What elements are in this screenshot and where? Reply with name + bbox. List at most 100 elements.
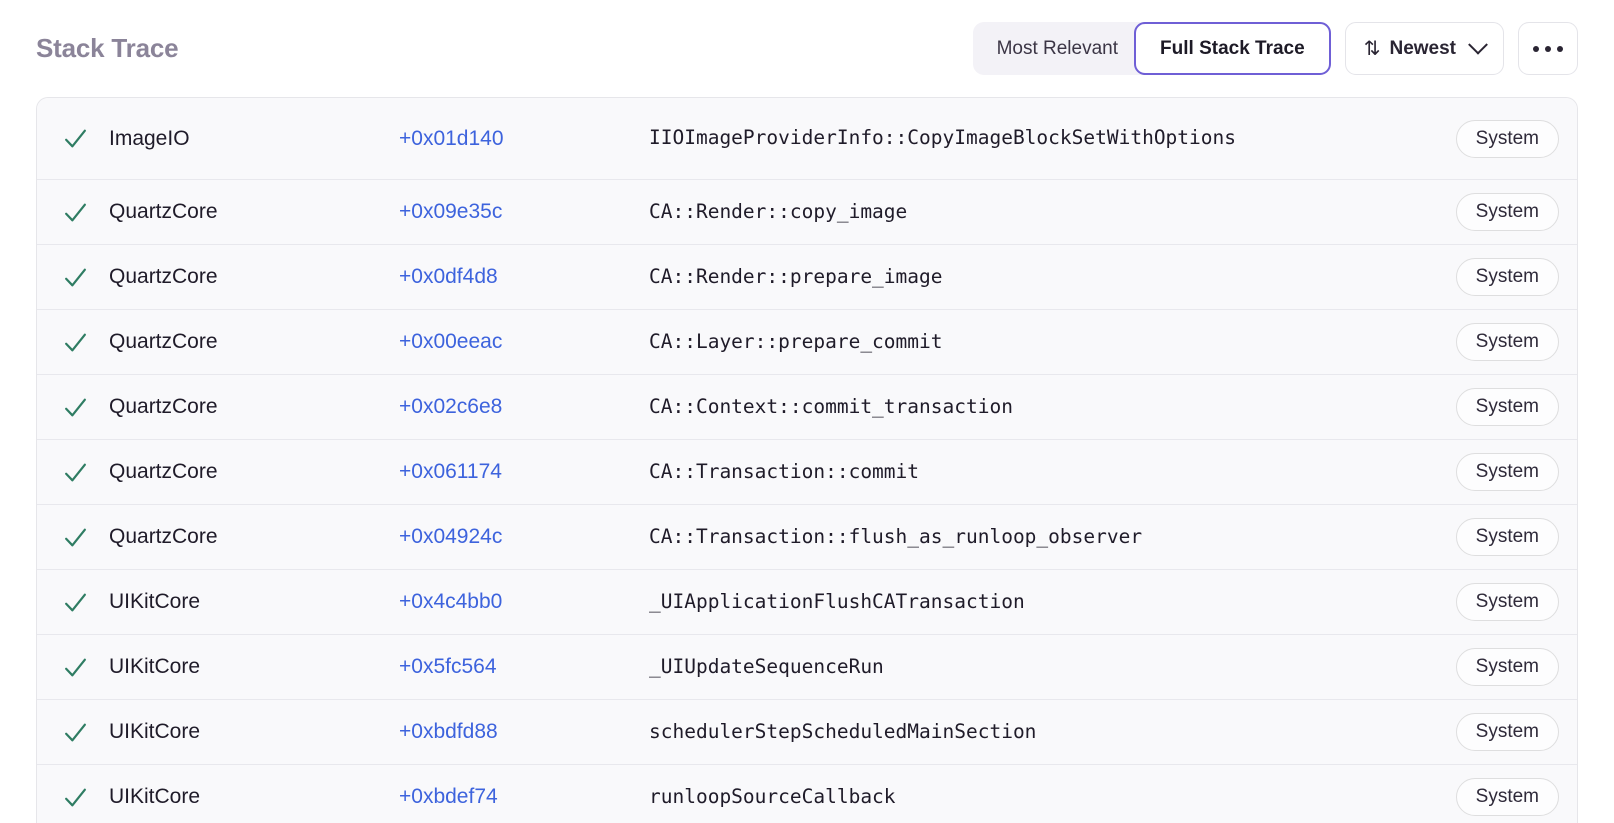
frame-symbol: CA::Transaction::commit — [649, 459, 920, 483]
sort-arrows-icon: ⇅ — [1363, 37, 1381, 60]
frame-offset-link[interactable]: +0x00eeac — [399, 330, 503, 353]
table-row[interactable]: UIKitCore +0xbdef74 runloopSourceCallback S… — [37, 765, 1577, 823]
status-badge: System — [1455, 119, 1559, 158]
checkmark-icon — [65, 658, 86, 676]
frame-module: QuartzCore — [109, 330, 218, 353]
panel-header: Stack Trace Most Relevant Full Stack Tra… — [36, 0, 1578, 97]
status-badge: System — [1455, 193, 1559, 231]
table-row[interactable]: UIKitCore +0x5fc564 _UIUpdateSequenceRun Sy… — [37, 635, 1577, 700]
table-row[interactable]: UIKitCore +0x4c4bb0 _UIApplicationFlushCAT… — [37, 570, 1577, 635]
frame-badge-cell: System — [1455, 453, 1559, 491]
frame-status — [63, 265, 109, 290]
frame-module: QuartzCore — [109, 525, 218, 548]
frame-offset-link[interactable]: +0x01d140 — [399, 126, 504, 150]
frame-status — [63, 126, 109, 151]
frame-badge-cell: System — [1455, 193, 1559, 231]
frame-badge-cell: System — [1455, 583, 1559, 621]
tab-full-stack-trace[interactable]: Full Stack Trace — [1134, 22, 1331, 75]
frame-status — [63, 655, 109, 680]
page-title: Stack Trace — [36, 33, 179, 63]
table-row[interactable]: QuartzCore +0x0df4d8 CA::Render::prepare_i… — [37, 245, 1577, 310]
status-badge: System — [1455, 518, 1559, 556]
sort-button-label: Newest — [1389, 37, 1456, 59]
frame-symbol: CA::Context::commit_transaction — [649, 394, 1013, 418]
checkmark-icon — [65, 333, 86, 351]
frame-module: UIKitCore — [109, 720, 201, 743]
frame-module: UIKitCore — [109, 590, 201, 613]
ellipsis-icon — [1545, 45, 1551, 52]
status-badge: System — [1455, 323, 1559, 361]
frame-badge-cell: System — [1455, 713, 1559, 751]
frame-module: QuartzCore — [109, 460, 218, 483]
table-row[interactable]: QuartzCore +0x02c6e8 CA::Context::commit_t… — [37, 375, 1577, 440]
frame-offset-link[interactable]: +0x5fc564 — [399, 655, 497, 678]
status-badge: System — [1455, 583, 1559, 621]
checkmark-icon — [65, 268, 86, 286]
frame-status — [63, 395, 109, 420]
frame-module: UIKitCore — [109, 655, 201, 678]
frame-status — [63, 720, 109, 745]
checkmark-icon — [65, 129, 86, 148]
frame-symbol: _UIApplicationFlushCATransaction — [649, 589, 1025, 613]
ellipsis-icon — [1557, 45, 1563, 52]
status-badge: System — [1455, 388, 1559, 426]
status-badge: System — [1455, 258, 1559, 296]
table-row[interactable]: QuartzCore +0x04924c CA::Transaction::flus… — [37, 505, 1577, 570]
frame-badge-cell: System — [1455, 778, 1559, 816]
frame-badge-cell: System — [1455, 648, 1559, 686]
frame-offset-link[interactable]: +0x0df4d8 — [399, 265, 498, 288]
frame-symbol: CA::Render::prepare_image — [649, 264, 943, 288]
checkmark-icon — [65, 398, 86, 416]
table-row[interactable]: QuartzCore +0x061174 CA::Transaction::comm… — [37, 440, 1577, 505]
frame-module: UIKitCore — [109, 785, 201, 808]
frame-status — [63, 785, 109, 810]
table-row[interactable]: QuartzCore +0x09e35c CA::Render::copy_imag… — [37, 180, 1577, 245]
frame-badge-cell: System — [1455, 388, 1559, 426]
frame-module: QuartzCore — [109, 200, 218, 223]
frame-module: QuartzCore — [109, 265, 218, 288]
checkmark-icon — [65, 528, 86, 546]
stack-trace-table: ImageIO +0x01d140 IIOImageProviderInfo::Co… — [36, 97, 1578, 823]
checkmark-icon — [65, 463, 86, 481]
status-badge: System — [1455, 778, 1559, 816]
frame-offset-link[interactable]: +0xbdfd88 — [399, 720, 498, 743]
status-badge: System — [1455, 453, 1559, 491]
frame-badge-cell: System — [1455, 518, 1559, 556]
frame-symbol: runloopSourceCallback — [649, 784, 896, 808]
frame-offset-link[interactable]: +0x4c4bb0 — [399, 590, 503, 613]
frame-badge-cell: System — [1455, 323, 1559, 361]
frame-offset-link[interactable]: +0x04924c — [399, 525, 503, 548]
more-options-button[interactable] — [1518, 22, 1578, 75]
frame-status — [63, 590, 109, 615]
toolbar: Most Relevant Full Stack Trace ⇅ Newest — [972, 22, 1578, 75]
frame-offset-link[interactable]: +0xbdef74 — [399, 785, 498, 808]
frame-offset-link[interactable]: +0x061174 — [399, 460, 502, 483]
status-badge: System — [1455, 648, 1559, 686]
table-row[interactable]: QuartzCore +0x00eeac CA::Layer::prepare_co… — [37, 310, 1577, 375]
table-row[interactable]: ImageIO +0x01d140 IIOImageProviderInfo::Co… — [37, 98, 1577, 180]
frame-symbol: CA::Layer::prepare_commit — [649, 329, 943, 353]
checkmark-icon — [65, 723, 86, 741]
frame-symbol: CA::Transaction::flush_as_runloop_observ… — [649, 524, 1143, 548]
frame-status — [63, 525, 109, 550]
status-badge: System — [1455, 713, 1559, 751]
tab-most-relevant[interactable]: Most Relevant — [972, 22, 1159, 75]
frame-module: QuartzCore — [109, 395, 218, 418]
frame-badge-cell: System — [1455, 119, 1559, 158]
checkmark-icon — [65, 788, 86, 806]
frame-offset-link[interactable]: +0x09e35c — [399, 200, 503, 223]
frame-status — [63, 460, 109, 485]
frame-symbol: CA::Render::copy_image — [649, 199, 908, 223]
frame-offset-link[interactable]: +0x02c6e8 — [399, 395, 503, 418]
frame-module: ImageIO — [109, 126, 190, 150]
frame-symbol: schedulerStepScheduledMainSection — [649, 719, 1037, 743]
checkmark-icon — [65, 593, 86, 611]
sort-button[interactable]: ⇅ Newest — [1344, 22, 1504, 75]
table-row[interactable]: UIKitCore +0xbdfd88 schedulerStepScheduled… — [37, 700, 1577, 765]
frame-status — [63, 200, 109, 225]
frame-symbol: IIOImageProviderInfo::CopyImageBlockSetW… — [649, 126, 1236, 150]
ellipsis-icon — [1533, 45, 1539, 52]
view-mode-segmented-control[interactable]: Most Relevant Full Stack Trace — [972, 22, 1331, 75]
frame-symbol: _UIUpdateSequenceRun — [649, 654, 884, 678]
